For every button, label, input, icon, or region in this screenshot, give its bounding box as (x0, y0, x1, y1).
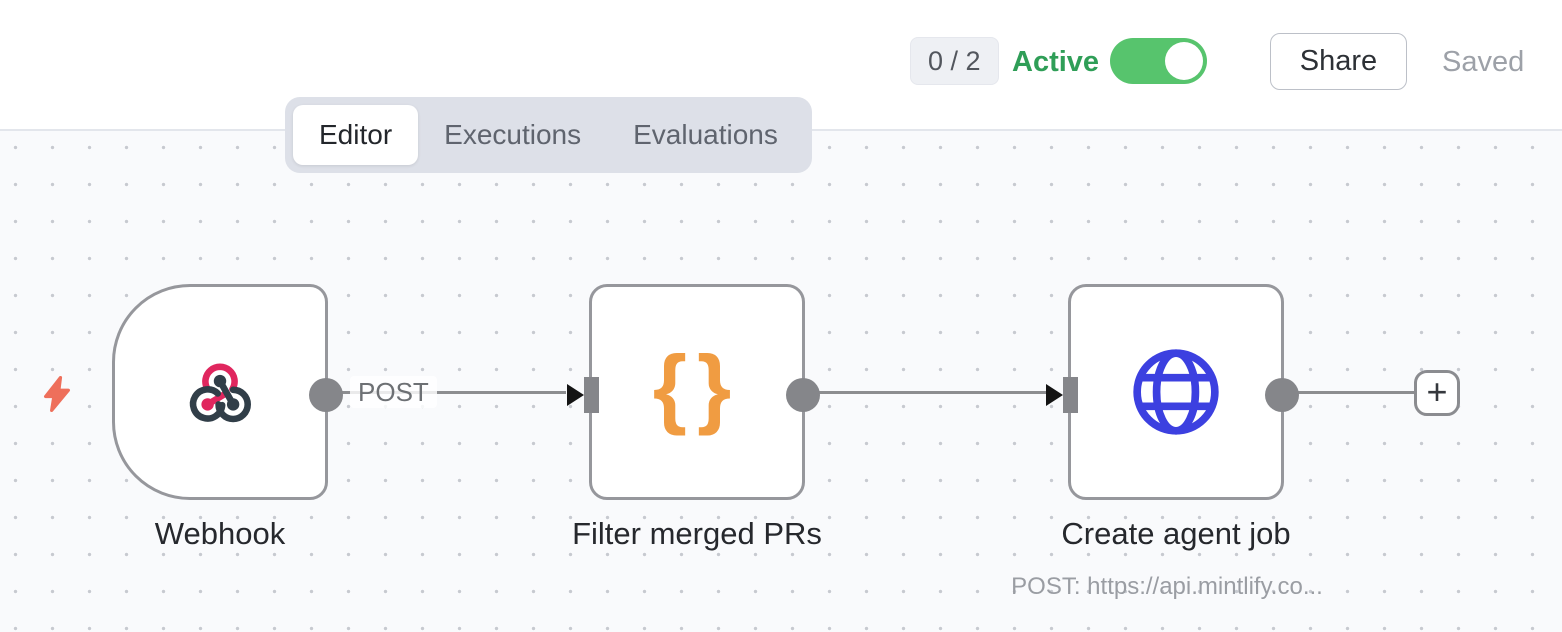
toggle-knob (1165, 42, 1203, 80)
active-label: Active (1012, 46, 1100, 78)
webhook-output-port[interactable] (309, 378, 343, 412)
connection-webhook-filter (331, 391, 566, 394)
view-tabs: Editor Executions Evaluations (285, 97, 812, 173)
active-toggle[interactable] (1110, 38, 1207, 84)
node-label-filter: Filter merged PRs (572, 516, 822, 551)
node-label-http: Create agent job (1061, 516, 1291, 551)
http-output-port[interactable] (1265, 378, 1299, 412)
add-node-button[interactable]: + (1414, 370, 1460, 416)
webhook-icon (189, 363, 251, 423)
tab-executions[interactable]: Executions (444, 119, 582, 150)
trigger-bolt-icon (44, 375, 70, 413)
issues-count-badge[interactable]: 0 / 2 (910, 37, 999, 85)
http-input-port[interactable] (1063, 377, 1078, 413)
node-webhook[interactable] (112, 284, 343, 500)
node-create-agent-job[interactable] (1046, 284, 1299, 500)
connection-post-label: POST (350, 376, 437, 408)
arrowhead-icon (1046, 384, 1063, 406)
curly-braces-icon: {} (652, 337, 742, 436)
tab-editor[interactable]: Editor (293, 105, 419, 165)
save-status-label: Saved (1442, 46, 1525, 78)
globe-icon (1133, 349, 1219, 435)
node-subtitle-http: POST: https://api.mintlify.co... (1011, 573, 1323, 600)
share-button[interactable]: Share (1270, 33, 1407, 90)
arrowhead-icon (567, 384, 584, 406)
workflow-canvas[interactable]: POST {} (0, 131, 1562, 632)
connection-http-add (1287, 391, 1415, 394)
node-label-webhook: Webhook (154, 516, 286, 551)
plus-icon: + (1426, 370, 1448, 412)
node-filter-merged-prs[interactable]: {} (567, 284, 820, 500)
tab-evaluations[interactable]: Evaluations (633, 119, 778, 150)
connection-filter-http (808, 391, 1046, 394)
filter-output-port[interactable] (786, 378, 820, 412)
filter-input-port[interactable] (584, 377, 599, 413)
